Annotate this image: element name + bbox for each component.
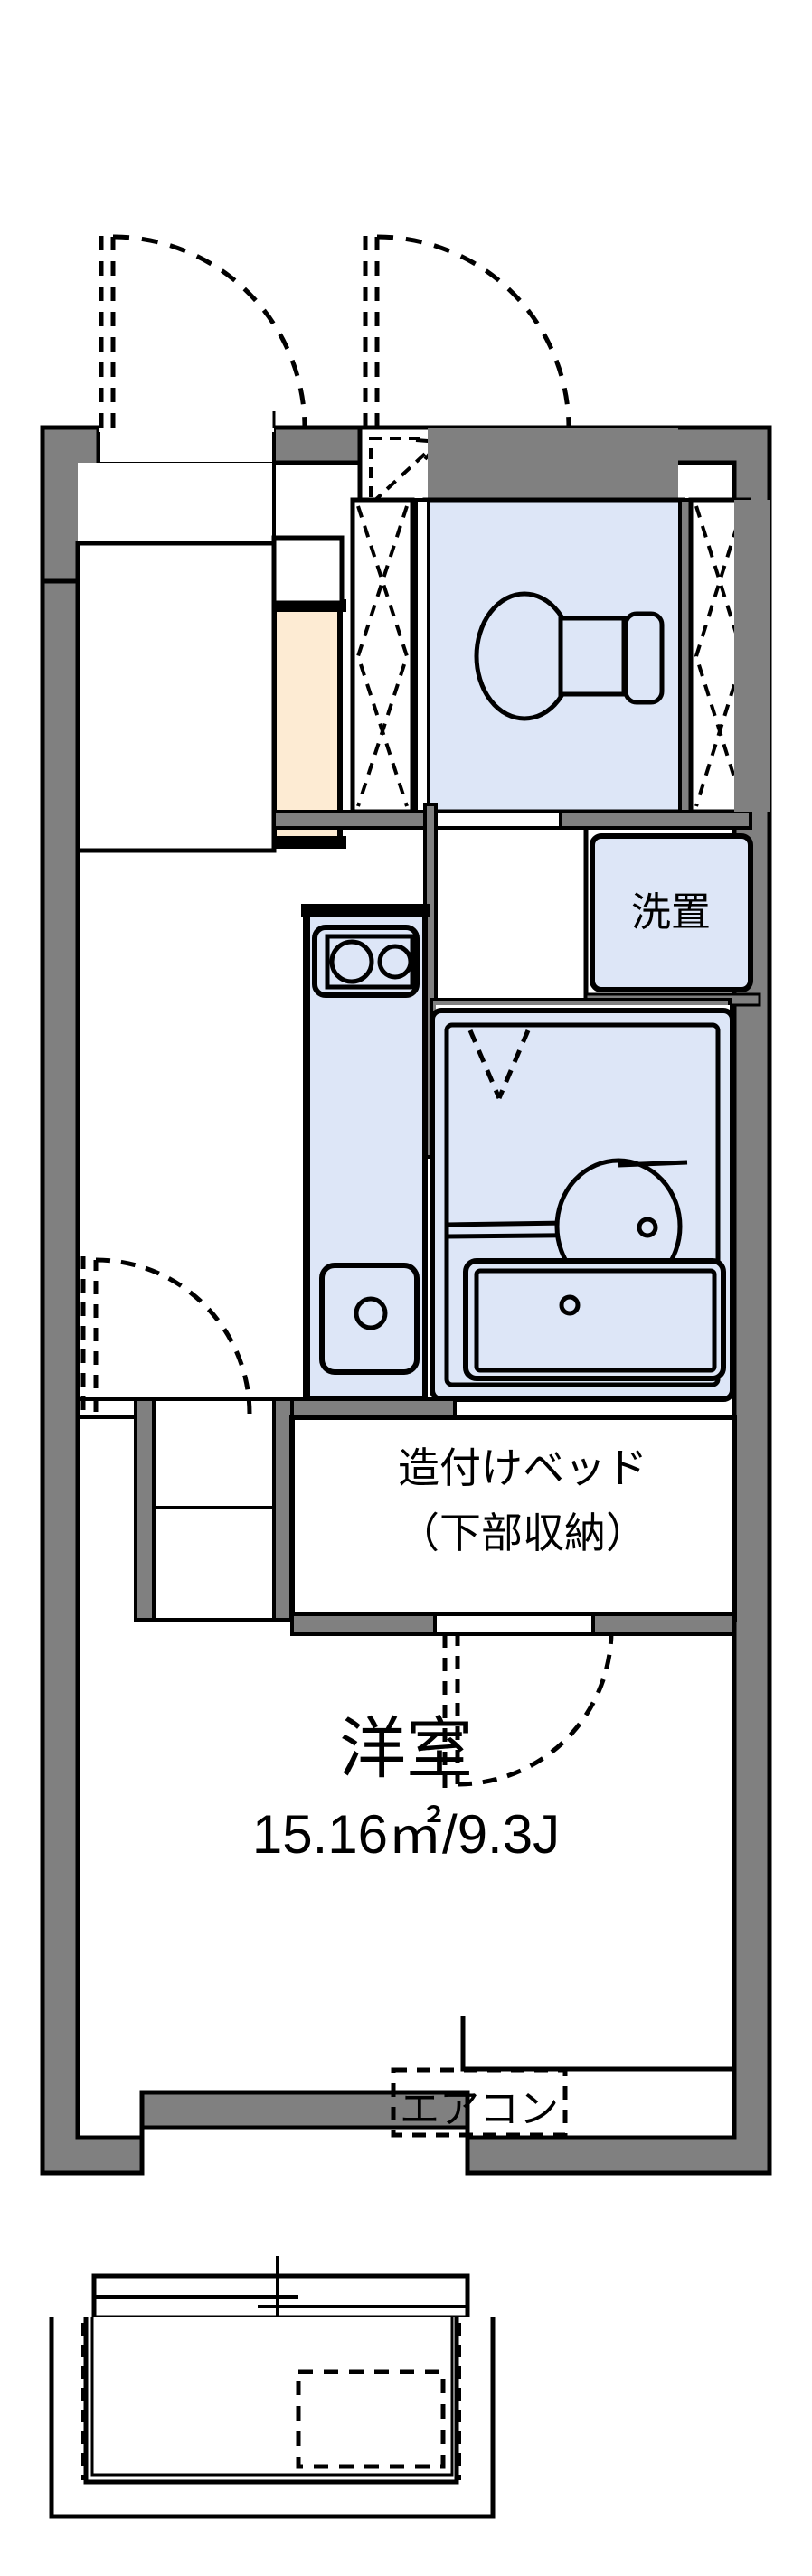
right-wall-window [734, 500, 770, 812]
interior-wall-toilet-bottom [272, 810, 752, 830]
kitchen-entry-door[interactable] [80, 1256, 252, 1415]
hallway [75, 541, 277, 853]
entrance-step [271, 606, 343, 845]
shoe-cabinet [271, 535, 345, 606]
room-area-label: 15.16㎡/9.3J [252, 1804, 560, 1865]
kitchen [301, 904, 430, 1401]
toilet-icon [474, 591, 665, 721]
main-room-label: 洋室 15.16㎡/9.3J [252, 1711, 560, 1865]
room-door[interactable] [442, 1614, 614, 1788]
balcony-window[interactable] [91, 2256, 470, 2355]
toilet-room [414, 428, 693, 814]
entrance-door[interactable] [99, 233, 307, 432]
builtin-bed-label-line2: （下部収納） [398, 1509, 647, 1556]
closet-hall[interactable] [350, 497, 415, 814]
air-conditioner: エアコン [391, 2016, 734, 2138]
balcony [49, 2317, 496, 2519]
balcony-drain [296, 2369, 446, 2469]
washer-label: 洗置 [631, 890, 711, 935]
stove-two-burner [312, 925, 420, 998]
bathroom [423, 803, 735, 1402]
interior-wall-kitchen-bottom [76, 1397, 457, 1622]
washing-machine-space: 洗置 [590, 833, 753, 992]
room-name-label: 洋室 [339, 1711, 473, 1786]
builtin-bed-label-line1: 造付けベッド [398, 1444, 647, 1491]
kitchen-sink [319, 1263, 420, 1375]
aircon-label: エアコン [400, 2087, 559, 2131]
built-in-bed: 造付けベッド （下部収納） [289, 1415, 737, 1622]
